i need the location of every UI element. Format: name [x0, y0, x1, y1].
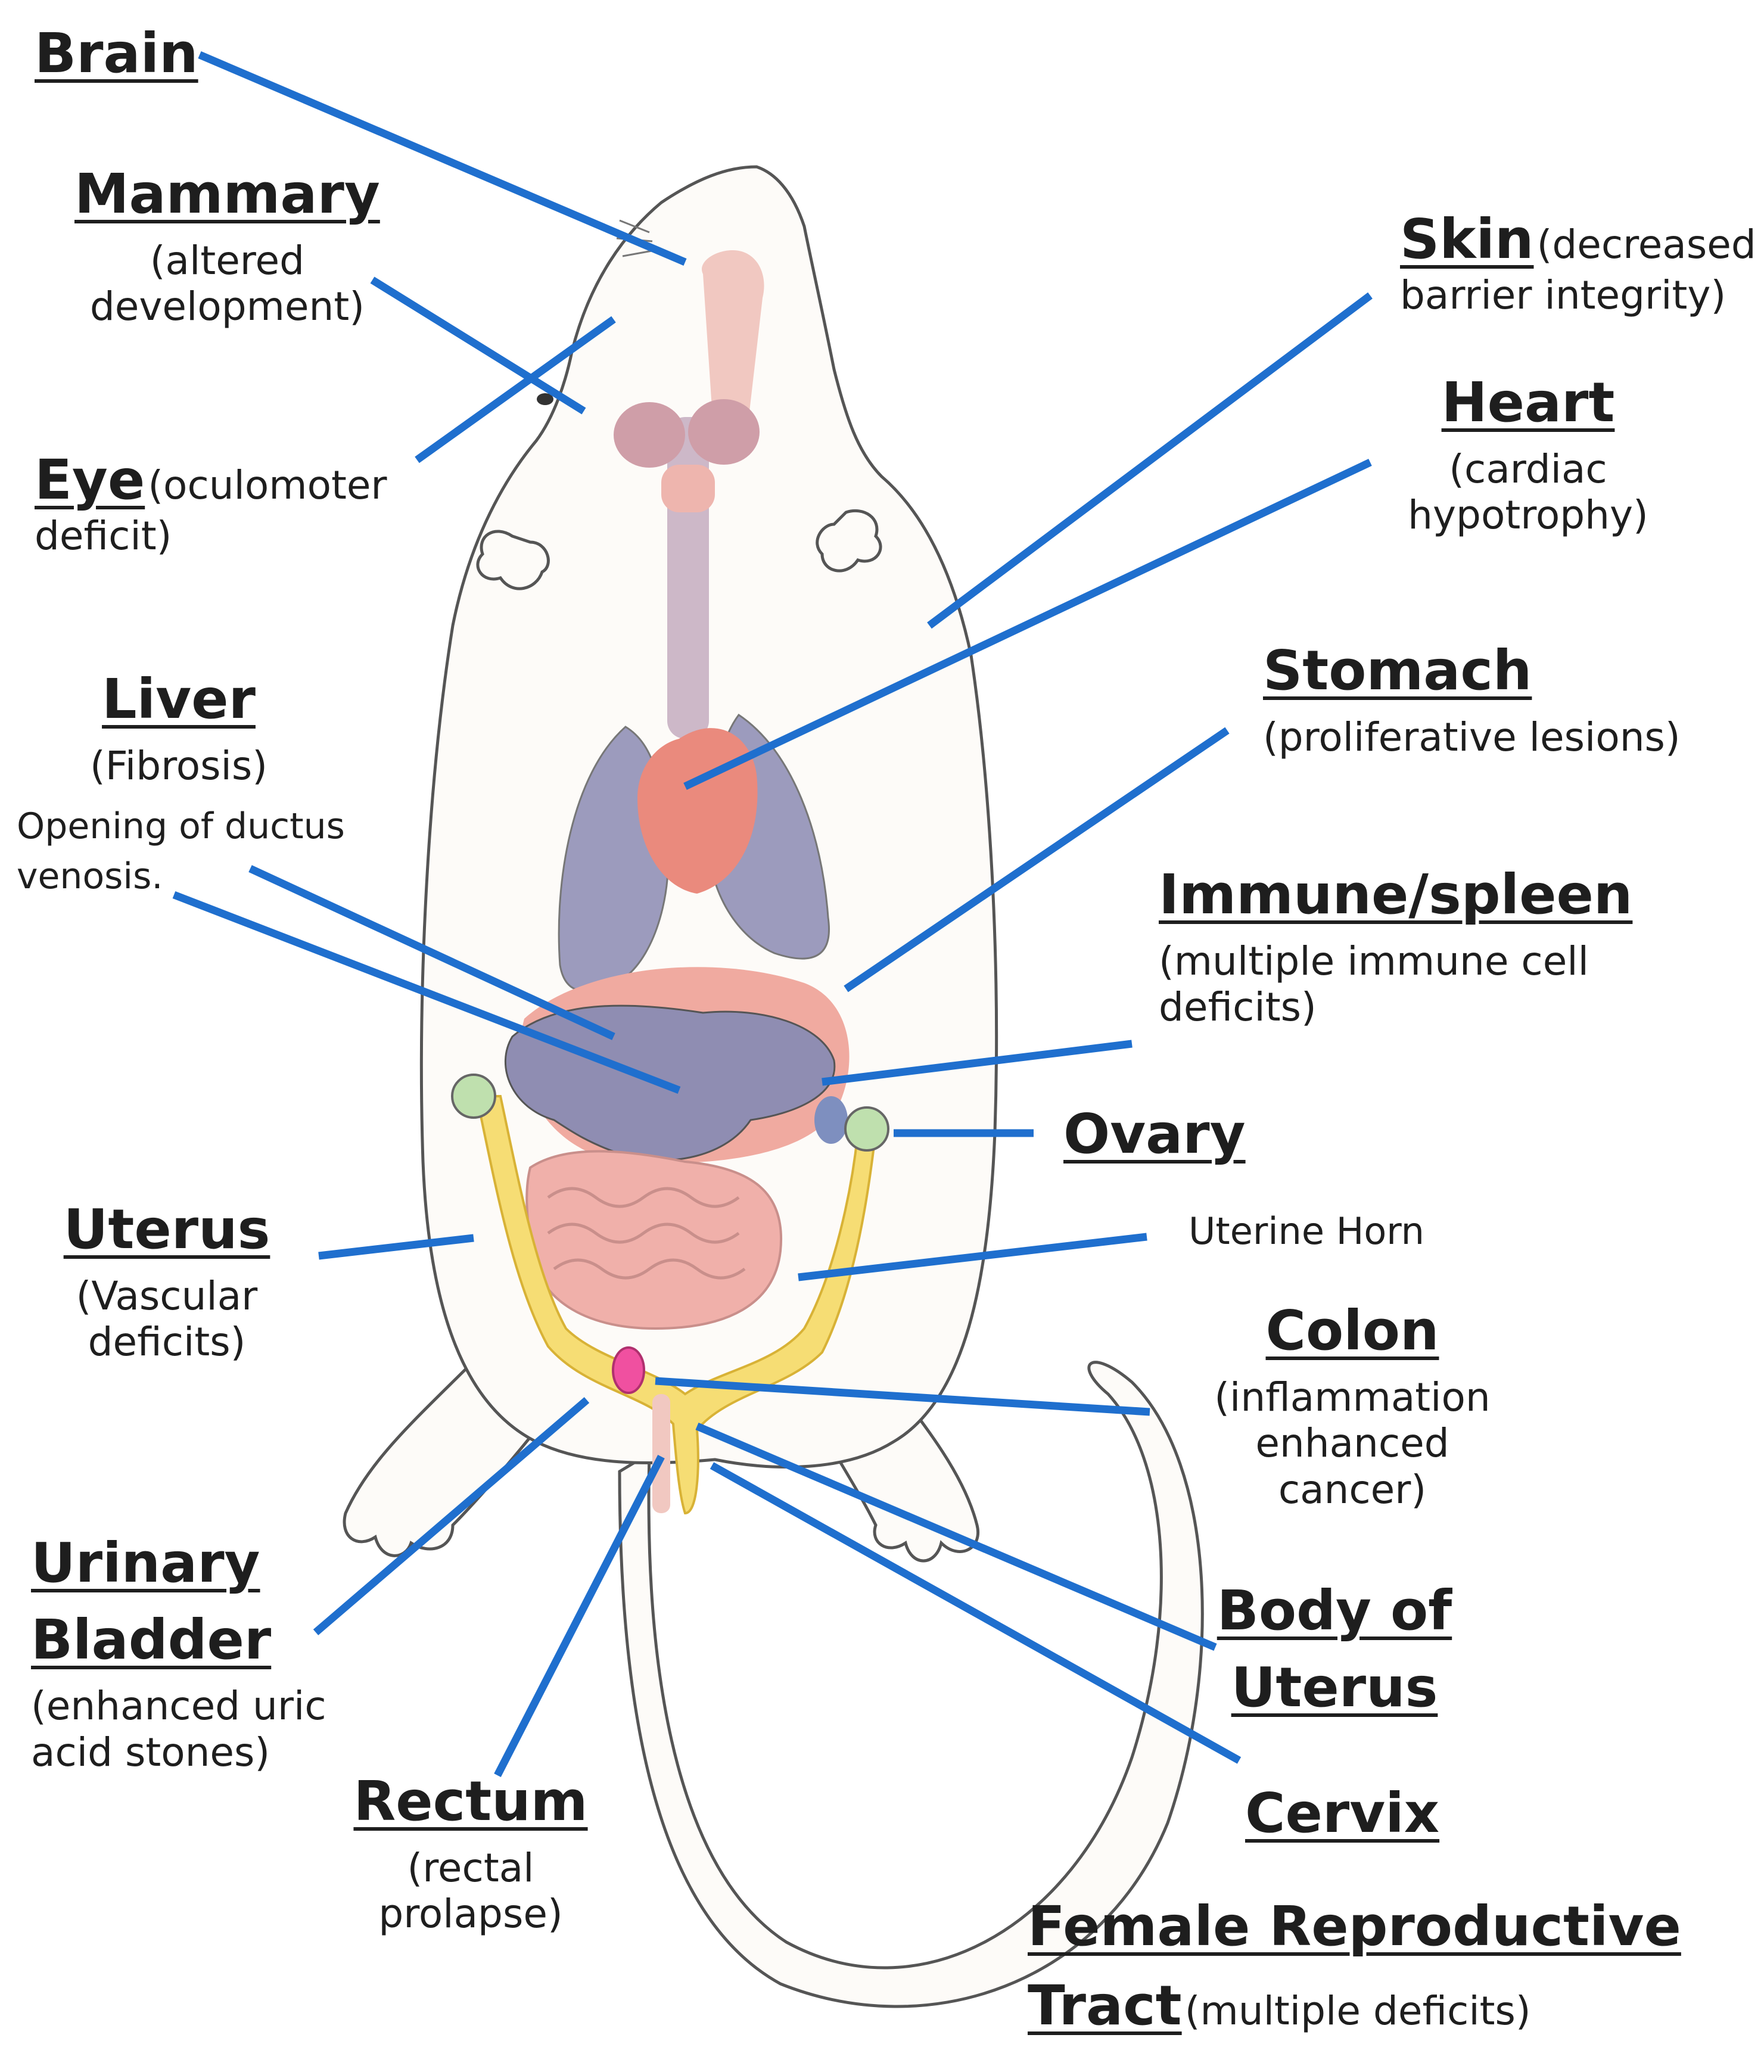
- mouse-eye: [537, 393, 553, 405]
- gland-right: [688, 399, 760, 465]
- line-immune: [822, 1040, 1133, 1086]
- label-uterus-title: Uterus: [63, 1197, 270, 1261]
- line-mammary: [370, 276, 586, 415]
- gland-left: [614, 402, 685, 468]
- ovary-right: [844, 1106, 889, 1152]
- line-uterus: [318, 1234, 474, 1260]
- line-colon: [655, 1377, 1150, 1416]
- label-stomach-desc1: (proliferative lesions): [1263, 714, 1681, 760]
- label-eye: Eye (oculomoter deficit): [35, 448, 387, 559]
- label-eye-desc2: deficit): [35, 512, 172, 559]
- label-bladder: Urinary Bladder (enhanced uric acid ston…: [31, 1531, 326, 1776]
- label-stomach: Stomach (proliferative lesions): [1263, 639, 1681, 760]
- label-liver-note: Opening of ductus venosis.: [17, 801, 345, 901]
- label-immune-desc2: deficits): [1159, 984, 1317, 1031]
- urinary-bladder: [612, 1346, 645, 1394]
- line-stomach: [844, 727, 1230, 993]
- label-ovary: Ovary: [1063, 1102, 1246, 1166]
- line-liver-1: [248, 865, 615, 1040]
- mouse-front-paw-left: [476, 530, 550, 590]
- label-eye-desc1: (oculomoter: [148, 462, 387, 508]
- line-cervix: [710, 1462, 1242, 1764]
- label-colon-title: Colon: [1265, 1299, 1439, 1362]
- label-heart-title: Heart: [1441, 371, 1615, 434]
- label-heart-desc2: hypotrophy): [1408, 492, 1648, 539]
- label-mammary-desc2: development): [89, 284, 365, 330]
- rectum-organ: [652, 1394, 670, 1513]
- label-bladder-desc1: (enhanced uric: [31, 1683, 326, 1729]
- ovary-left: [451, 1074, 496, 1119]
- label-brain: Brain: [35, 21, 198, 85]
- line-heart: [683, 459, 1372, 790]
- line-brain: [198, 51, 687, 266]
- line-rectum: [494, 1455, 665, 1777]
- label-frt-desc: (multiple deficits): [1184, 1987, 1531, 2034]
- label-liver-title: Liver: [102, 667, 256, 731]
- intestine-coils: [547, 1187, 746, 1280]
- line-uterine-horn: [798, 1233, 1147, 1281]
- intestines: [525, 1150, 783, 1330]
- label-immune: Immune/spleen (multiple immune cell defi…: [1159, 863, 1632, 1031]
- label-liver-desc1: (Fibrosis): [89, 742, 268, 789]
- line-body-uterus: [695, 1423, 1217, 1651]
- spleen: [814, 1096, 848, 1144]
- leader-lines: [172, 51, 1373, 1777]
- label-heart-desc1: (cardiac: [1449, 446, 1607, 492]
- label-mammary: Mammary (altered development): [74, 162, 380, 330]
- label-rectum-desc1: (rectal: [407, 1844, 534, 1891]
- label-skin: Skin (decreased barrier integrity): [1400, 207, 1756, 318]
- mouse-front-paw-right: [816, 509, 882, 573]
- label-body-uterus-title2: Uterus: [1231, 1655, 1438, 1719]
- line-liver-2: [172, 891, 681, 1094]
- label-rectum: Rectum (rectal prolapse): [346, 1769, 596, 1937]
- label-colon-desc3: cancer): [1278, 1467, 1427, 1513]
- line-skin: [927, 292, 1373, 629]
- label-bladder-desc2: acid stones): [31, 1729, 270, 1775]
- label-frt: Female Reproductive Tract (multiple defi…: [1028, 1894, 1681, 2038]
- label-colon-desc1: (inflammation: [1214, 1374, 1491, 1420]
- line-eye: [415, 316, 616, 463]
- label-liver-desc2: Opening of ductus: [17, 805, 345, 847]
- label-frt-title2: Tract: [1028, 1973, 1182, 2037]
- label-rectum-title: Rectum: [353, 1769, 588, 1833]
- label-heart: Heart (cardiac hypotrophy): [1400, 371, 1656, 539]
- label-liver: Liver (Fibrosis): [12, 667, 346, 789]
- label-immune-desc1: (multiple immune cell: [1159, 938, 1589, 984]
- label-body-uterus-title1: Body of: [1217, 1579, 1452, 1642]
- label-bladder-title1: Urinary: [31, 1531, 260, 1595]
- thymus-tube: [661, 465, 715, 512]
- label-cervix: Cervix: [1245, 1781, 1440, 1845]
- label-skin-title: Skin: [1400, 207, 1534, 271]
- label-colon: Colon (inflammation enhanced cancer): [1186, 1299, 1519, 1513]
- line-bladder: [313, 1397, 590, 1635]
- label-mammary-desc1: (altered: [150, 237, 304, 284]
- label-uterus-desc1: (Vascular: [76, 1273, 258, 1319]
- label-uterus: Uterus (Vascular deficits): [48, 1197, 286, 1365]
- label-mammary-title: Mammary: [74, 162, 380, 226]
- label-rectum-desc2: prolapse): [378, 1891, 563, 1937]
- label-body-uterus: Body of Uterus: [1209, 1579, 1460, 1720]
- label-colon-desc2: enhanced: [1255, 1420, 1449, 1467]
- mouse-tail: [618, 1361, 1204, 2008]
- label-bladder-title2: Bladder: [31, 1607, 272, 1672]
- label-eye-title: Eye: [35, 448, 145, 512]
- label-liver-desc3: venosis.: [17, 855, 163, 897]
- label-skin-desc1: (decreased: [1536, 222, 1756, 267]
- label-immune-title: Immune/spleen: [1159, 863, 1633, 926]
- label-stomach-title: Stomach: [1263, 639, 1532, 702]
- label-frt-title1: Female Reproductive: [1028, 1894, 1681, 1958]
- label-skin-desc2: barrier integrity): [1400, 272, 1726, 318]
- mouse-hind-leg-left: [343, 1356, 539, 1557]
- label-uterine-horn: Uterine Horn: [1189, 1209, 1424, 1253]
- label-uterus-desc2: deficits): [88, 1319, 246, 1365]
